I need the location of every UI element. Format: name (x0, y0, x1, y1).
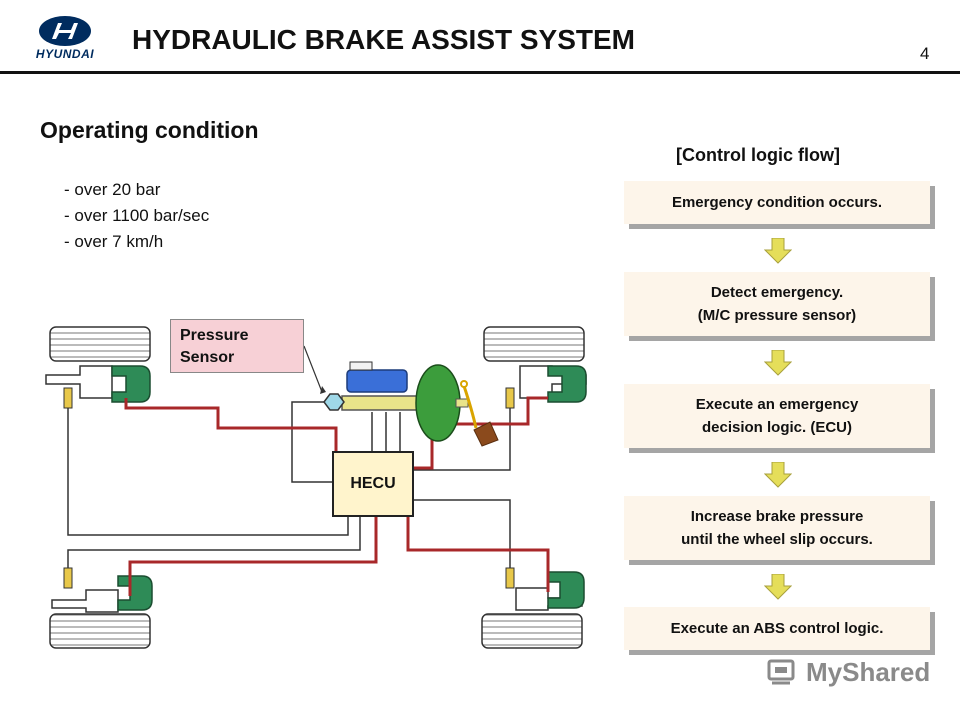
down-arrow-icon (764, 462, 792, 488)
flow-title: [Control logic flow] (676, 145, 840, 165)
sensor-wiring (67, 401, 511, 568)
page-title: HYDRAULIC BRAKE ASSIST SYSTEM (132, 24, 636, 55)
flow-step-text: Increase brake pressure until the wheel … (681, 508, 873, 548)
down-arrow-icon (764, 238, 792, 264)
flow-step: Detect emergency. (M/C pressure sensor) (624, 272, 930, 336)
front-left-caliper (111, 365, 151, 403)
brand-name: HYUNDAI (35, 47, 95, 61)
hyundai-logo-icon (39, 16, 91, 46)
rear-left-caliper (117, 575, 153, 611)
pressure-sensor-label-line: Pressure (180, 327, 249, 344)
booster-rod (455, 398, 469, 408)
reservoir (346, 369, 408, 393)
operating-item: - over 7 km/h (64, 232, 164, 251)
brake-lines (124, 396, 550, 596)
hecu-label: HECU (350, 475, 396, 492)
operating-item: - over 20 bar (64, 180, 161, 199)
flow-step: Emergency condition occurs. (624, 181, 930, 224)
flow-step-text: Execute an ABS control logic. (670, 620, 884, 637)
flow-step-text: Execute an emergency decision logic. (EC… (695, 396, 859, 436)
operating-item: - over 1100 bar/sec (64, 206, 210, 225)
header: HYUNDAI HYDRAULIC BRAKE ASSIST SYSTEM 4 (0, 0, 960, 76)
watermark-text: MyShared (806, 657, 931, 687)
rear-left-tire (49, 613, 151, 649)
flow-step-text: Detect emergency. (M/C pressure sensor) (697, 284, 857, 324)
brake-pedal (473, 421, 499, 447)
operating-heading: Operating condition (40, 117, 259, 143)
pressure-sensor-label: Pressure Sensor (170, 319, 304, 373)
flow-step: Increase brake pressure until the wheel … (624, 496, 930, 560)
front-left-tire (49, 326, 151, 362)
rear-right-speed-sensor (505, 567, 515, 589)
reservoir-cap (349, 361, 373, 371)
rear-right-caliper (547, 571, 585, 609)
flow-step: Execute an emergency decision logic. (EC… (624, 384, 930, 448)
sensor-pointer-line (303, 345, 323, 393)
pressure-sensor (323, 393, 345, 411)
flow-step-text: Emergency condition occurs. (671, 194, 883, 211)
myshared-logo-icon (767, 659, 795, 685)
down-arrow-icon (764, 574, 792, 600)
header-rule (0, 71, 960, 74)
front-left-speed-sensor (63, 387, 73, 409)
front-right-tire (483, 326, 585, 362)
down-arrow-icon (764, 350, 792, 376)
front-left-knuckle (45, 365, 113, 399)
operating-list: - over 20 bar - over 1100 bar/sec - over… (64, 177, 209, 255)
rear-left-knuckle (51, 589, 119, 613)
brake-booster (415, 364, 461, 442)
page-number: 4 (920, 44, 930, 63)
front-right-speed-sensor (505, 387, 515, 409)
flow-step: Execute an ABS control logic. (624, 607, 930, 650)
hecu-box: HECU (332, 451, 414, 517)
brake-pedal-arm (462, 385, 478, 429)
master-cylinder (341, 395, 421, 411)
rear-right-tire (481, 613, 583, 649)
rear-left-speed-sensor (63, 567, 73, 589)
pressure-sensor-label-line: Sensor (180, 349, 235, 366)
